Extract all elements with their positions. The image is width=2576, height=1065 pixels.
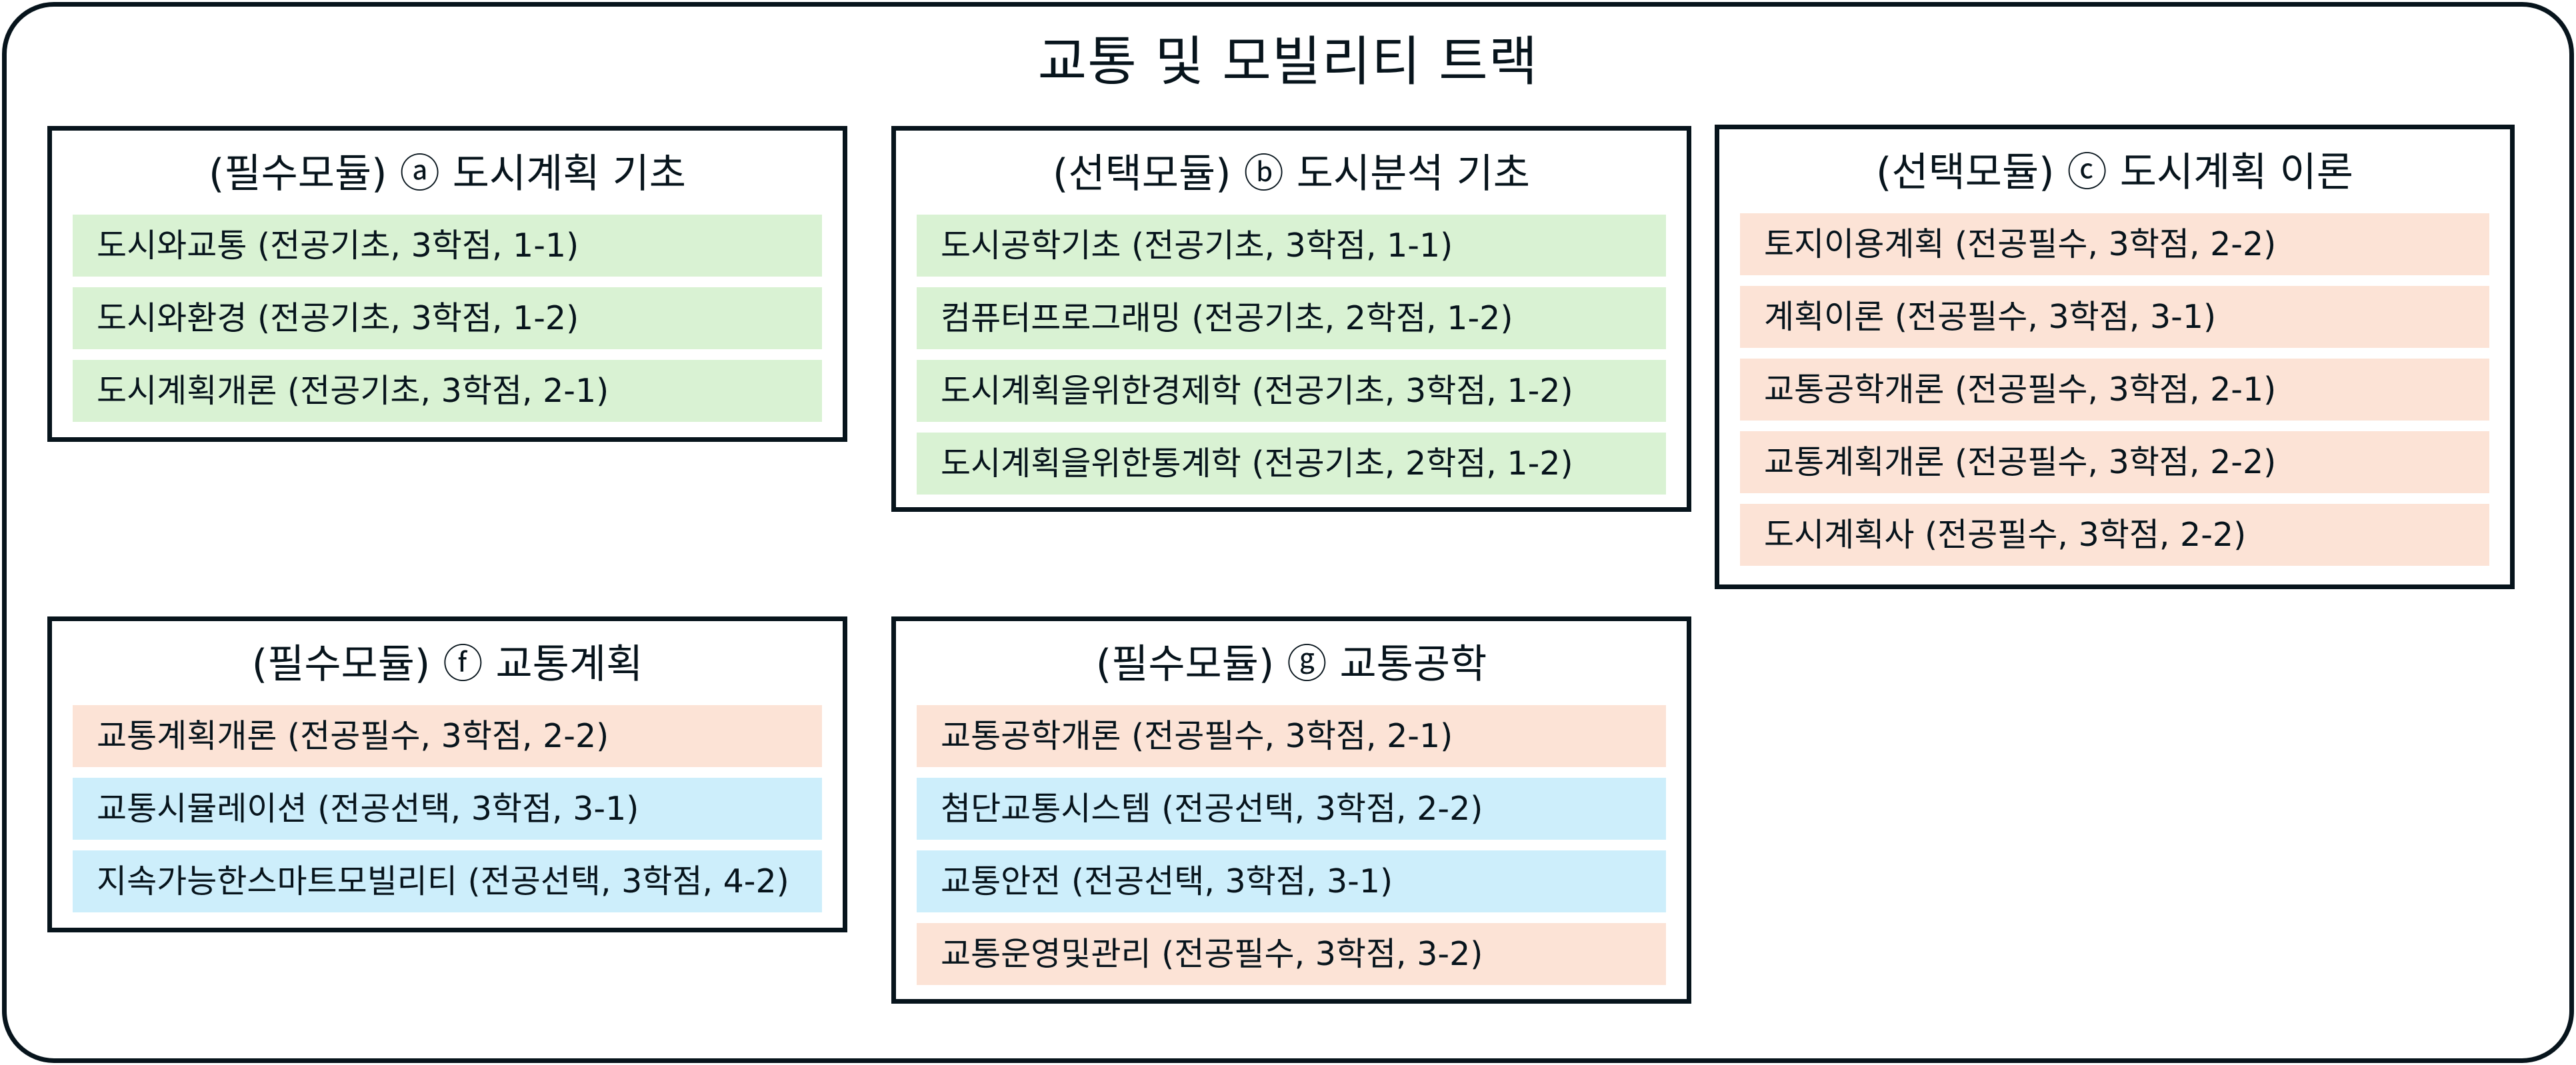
course-item: 도시계획사 (전공필수, 3학점, 2-2) [1740,504,2489,566]
module-g-transport-engineering: (필수모듈) ⓖ 교통공학 교통공학개론 (전공필수, 3학점, 2-1) 첨단… [891,616,1691,1004]
page-title: 교통 및 모빌리티 트랙 [1037,31,1539,93]
module-title: (필수모듈) ⓕ 교통계획 [251,641,643,688]
course-item: 도시와교통 (전공기초, 3학점, 1-1) [73,215,822,277]
module-title: (선택모듈) ⓑ 도시분석 기초 [1052,151,1531,197]
module-title: (필수모듈) ⓐ 도시계획 기초 [208,151,687,197]
course-item: 교통계획개론 (전공필수, 3학점, 2-2) [1740,431,2489,493]
course-item: 컴퓨터프로그래밍 (전공기초, 2학점, 1-2) [917,287,1666,349]
course-list: 토지이용계획 (전공필수, 3학점, 2-2) 계획이론 (전공필수, 3학점,… [1740,213,2489,576]
module-title: (필수모듈) ⓖ 교통공학 [1095,641,1487,688]
module-f-transport-planning: (필수모듈) ⓕ 교통계획 교통계획개론 (전공필수, 3학점, 2-2) 교통… [47,616,847,932]
course-list: 도시와교통 (전공기초, 3학점, 1-1) 도시와환경 (전공기초, 3학점,… [73,215,822,433]
course-item: 교통계획개론 (전공필수, 3학점, 2-2) [73,705,822,767]
course-item: 도시계획을위한통계학 (전공기초, 2학점, 1-2) [917,433,1666,495]
course-item: 도시공학기초 (전공기초, 3학점, 1-1) [917,215,1666,277]
course-list: 도시공학기초 (전공기초, 3학점, 1-1) 컴퓨터프로그래밍 (전공기초, … [917,215,1666,505]
course-item: 토지이용계획 (전공필수, 3학점, 2-2) [1740,213,2489,275]
course-item: 교통공학개론 (전공필수, 3학점, 2-1) [1740,359,2489,421]
module-c-urban-planning-theory: (선택모듈) ⓒ 도시계획 이론 토지이용계획 (전공필수, 3학점, 2-2)… [1715,125,2515,589]
course-list: 교통공학개론 (전공필수, 3학점, 2-1) 첨단교통시스템 (전공선택, 3… [917,705,1666,996]
module-b-urban-analysis-basics: (선택모듈) ⓑ 도시분석 기초 도시공학기초 (전공기초, 3학점, 1-1)… [891,126,1691,512]
course-item: 지속가능한스마트모빌리티 (전공선택, 3학점, 4-2) [73,850,822,912]
module-title: (선택모듈) ⓒ 도시계획 이론 [1875,149,2354,196]
course-list: 교통계획개론 (전공필수, 3학점, 2-2) 교통시뮬레이션 (전공선택, 3… [73,705,822,923]
course-item: 도시계획을위한경제학 (전공기초, 3학점, 1-2) [917,360,1666,422]
course-item: 도시계획개론 (전공기초, 3학점, 2-1) [73,360,822,422]
module-a-urban-planning-basics: (필수모듈) ⓐ 도시계획 기초 도시와교통 (전공기초, 3학점, 1-1) … [47,126,847,442]
course-item: 첨단교통시스템 (전공선택, 3학점, 2-2) [917,778,1666,840]
course-item: 계획이론 (전공필수, 3학점, 3-1) [1740,286,2489,348]
course-item: 교통시뮬레이션 (전공선택, 3학점, 3-1) [73,778,822,840]
course-item: 교통공학개론 (전공필수, 3학점, 2-1) [917,705,1666,767]
course-item: 교통안전 (전공선택, 3학점, 3-1) [917,850,1666,912]
course-item: 도시와환경 (전공기초, 3학점, 1-2) [73,287,822,349]
course-item: 교통운영및관리 (전공필수, 3학점, 3-2) [917,923,1666,985]
